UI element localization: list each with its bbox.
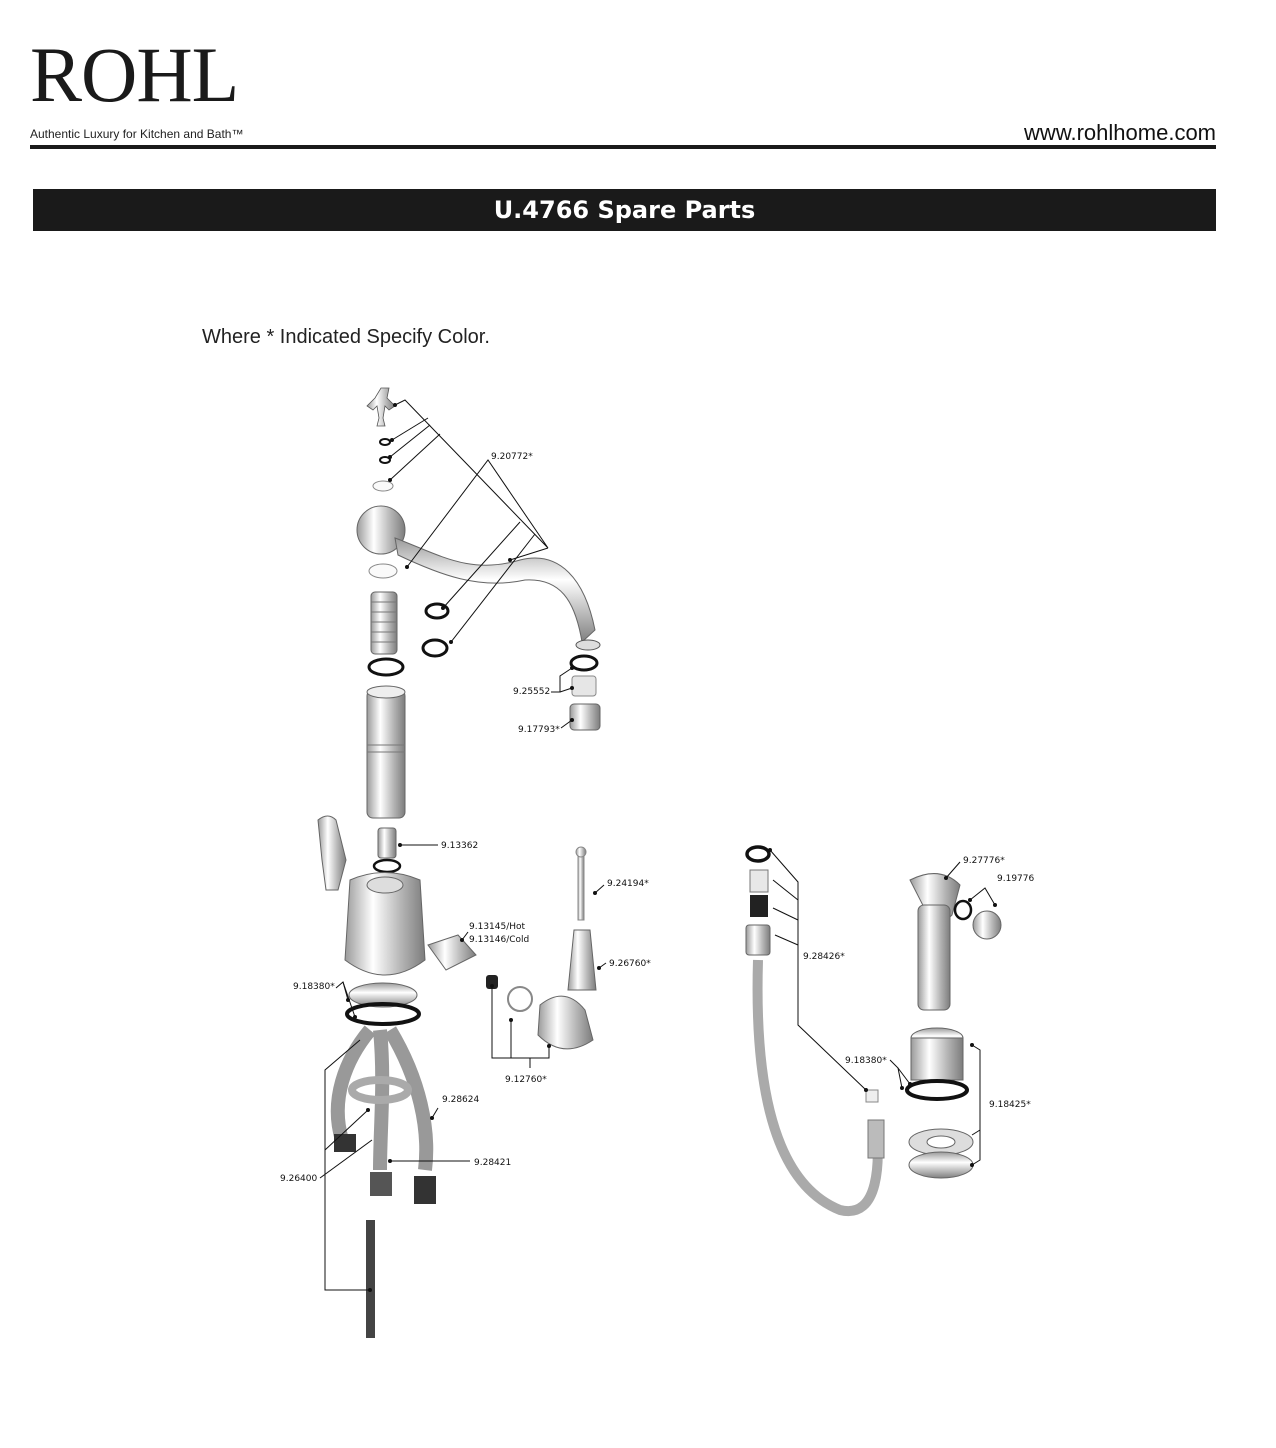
leader-lines <box>319 399 996 1291</box>
supply-hose-1 <box>330 1025 376 1143</box>
part-label-9-18380-left: 9.18380* <box>293 982 335 992</box>
part-label-9-13145: 9.13145/Hot <box>469 922 526 932</box>
rohl-logo: ROHL <box>30 36 290 114</box>
spray-fitting-2 <box>750 895 768 917</box>
page-title-bar: U.4766 Spare Parts <box>33 189 1216 231</box>
aerator-ring <box>569 654 599 672</box>
washer-white <box>372 480 394 492</box>
part-label-9-20772: 9.20772* <box>491 452 533 462</box>
hose-nut-3 <box>414 1176 436 1204</box>
spray-handle <box>917 904 951 1011</box>
mounting-rod <box>366 1220 375 1338</box>
spray-hose <box>752 959 883 1217</box>
part-label-9-18380-right: 9.18380* <box>845 1056 887 1066</box>
spray-fitting-1 <box>749 869 769 893</box>
part-label-9-28426: 9.28426* <box>803 952 845 962</box>
header-divider <box>30 145 1216 149</box>
part-label-9-26400: 9.26400 <box>280 1174 317 1184</box>
o-ring-small-1 <box>379 438 391 446</box>
spray-base-nut <box>908 1151 974 1179</box>
side-handle-base <box>537 995 594 1050</box>
valve-body-assembly <box>317 815 597 1338</box>
o-ring-spout-1 <box>424 602 450 620</box>
part-label-9-28421: 9.28421 <box>474 1158 511 1168</box>
spray-fitting-3 <box>745 924 771 956</box>
part-label-9-19776: 9.19776 <box>997 874 1034 884</box>
o-ring-spout-2 <box>421 638 449 658</box>
mounting-bracket <box>348 1076 412 1104</box>
spray-washer <box>745 845 771 863</box>
part-label-9-13362: 9.13362 <box>441 841 478 851</box>
spout-assembly <box>356 387 601 819</box>
color-note: Where * Indicated Specify Color. <box>202 326 490 348</box>
website-link[interactable]: www.rohlhome.com <box>1024 120 1216 145</box>
page-title: U.4766 Spare Parts <box>493 196 756 224</box>
part-label-9-12760: 9.12760* <box>505 1075 547 1085</box>
cartridge-cap <box>486 975 498 989</box>
side-handle-rod <box>577 851 585 921</box>
side-spray-assembly <box>745 845 1002 1217</box>
side-cartridge <box>427 934 477 971</box>
spout-finial <box>366 387 396 427</box>
part-label-9-18425: 9.18425* <box>989 1100 1031 1110</box>
part-label-9-26760: 9.26760* <box>609 959 651 969</box>
o-ring-small-2 <box>379 456 391 464</box>
spray-small-fitting <box>865 1089 879 1103</box>
retaining-clip <box>507 986 533 1012</box>
spout-outlet <box>575 639 601 651</box>
side-handle-grip <box>567 929 597 991</box>
part-label-9-27776: 9.27776* <box>963 856 1005 866</box>
spray-button <box>972 910 1002 940</box>
spout-arm <box>394 537 596 643</box>
o-ring-large <box>367 657 405 677</box>
washer-white-2 <box>368 563 398 579</box>
supply-hose-3 <box>383 1026 434 1171</box>
lever-handle <box>317 815 347 891</box>
threaded-coupling <box>370 591 398 655</box>
o-ring-stem <box>372 858 402 874</box>
part-label-9-25552: 9.25552 <box>513 687 550 697</box>
part-label-9-17793: 9.17793* <box>518 725 560 735</box>
part-label-9-24194: 9.24194* <box>607 879 649 889</box>
base-ring <box>348 982 418 1008</box>
hose-nut-2 <box>370 1172 392 1196</box>
brand-tagline: Authentic Luxury for Kitchen and Bath™ <box>30 127 244 141</box>
spout-hub <box>356 505 406 555</box>
part-label-9-28624: 9.28624 <box>442 1095 479 1105</box>
valve-body <box>344 872 426 976</box>
spray-hose-end <box>867 1119 885 1159</box>
aerator-insert <box>571 675 597 697</box>
cartridge-stem <box>377 827 397 859</box>
leader-dots <box>346 403 997 1292</box>
part-label-9-13146: 9.13146/Cold <box>469 935 529 945</box>
hose-nut-1 <box>334 1134 356 1152</box>
spout-column <box>366 689 406 819</box>
base-gasket <box>345 1002 421 1026</box>
aerator-housing <box>569 703 601 731</box>
part-labels: 9.20772* 9.25552 9.17793* 9.13362 9.2419… <box>280 452 1034 1184</box>
spray-base-gasket <box>905 1079 969 1101</box>
logo-wordmark: ROHL <box>30 31 239 118</box>
